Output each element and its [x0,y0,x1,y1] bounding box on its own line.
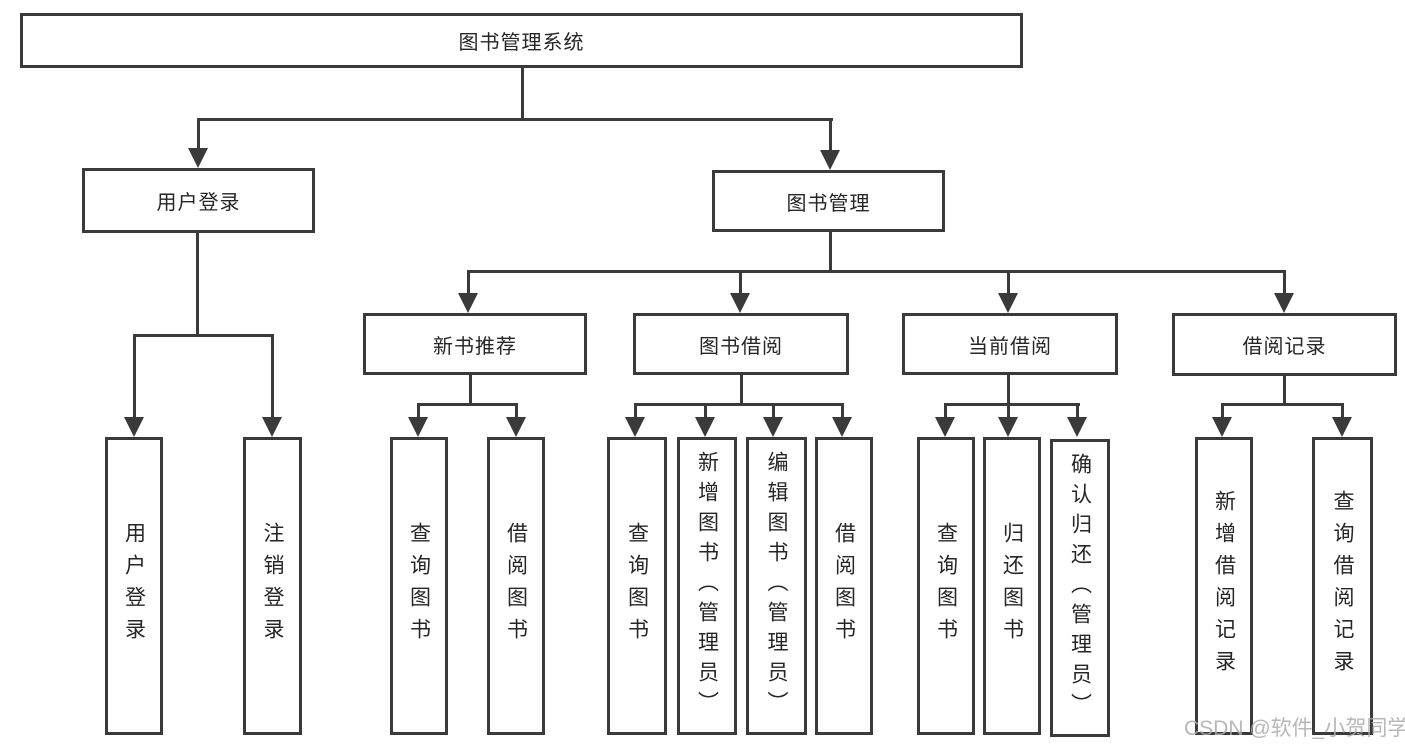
node-confirm-return-admin: 确认归还（管理员） [1050,439,1110,737]
edge-arrow-icon [832,417,852,437]
edge-line [1221,403,1224,419]
node-label: 查询借阅记录 [1331,490,1354,682]
edge-arrow-icon [262,417,282,437]
node-label: 用户登录 [122,522,146,650]
edge-line [740,375,743,406]
edge-line [1341,403,1344,419]
edge-line [467,270,470,295]
edge-line [196,233,199,337]
node-label: 查询图书 [934,522,958,650]
edge-arrow-icon [1212,417,1232,437]
node-label: 确认归还（管理员） [1068,453,1092,723]
edge-arrow-icon [625,417,645,437]
node-query-borrow-record: 查询借阅记录 [1312,437,1373,735]
node-label: 借阅记录 [1242,336,1327,358]
node-label: 新书推荐 [433,335,517,358]
node-label: 注销登录 [261,522,284,650]
edge-arrow-icon [1332,417,1352,437]
edge-arrow-icon [188,148,208,168]
edge-line [634,403,844,406]
node-label: 查询图书 [407,522,431,650]
edge-line [197,118,833,121]
node-borrow-books-recommend: 借阅图书 [487,437,545,735]
edge-line [829,232,832,273]
node-borrowing-records: 借阅记录 [1172,313,1397,376]
edge-line [133,334,136,419]
edge-line [1283,270,1286,295]
edge-line [515,403,518,419]
node-label: 用户登录 [156,192,241,214]
edge-line [944,403,947,419]
node-user-login: 用户登录 [82,168,315,233]
edge-line [521,68,524,120]
edge-line [417,403,518,406]
edge-line [197,118,200,150]
node-label: 编辑图书（管理员） [765,451,788,721]
node-label: 新增图书（管理员） [695,451,719,721]
edge-line [1076,403,1079,419]
node-book-management: 图书管理 [712,170,945,232]
node-current-borrowing: 当前借阅 [902,313,1118,375]
edge-arrow-icon [763,417,783,437]
node-add-borrow-record: 新增借阅记录 [1195,437,1253,735]
node-label: 图书管理系统 [458,32,585,54]
edge-arrow-icon [124,417,144,437]
edge-arrow-icon [998,417,1018,437]
node-library-management-system: 图书管理系统 [20,13,1023,68]
node-label: 归还图书 [1000,522,1024,650]
edge-line [133,334,274,337]
node-query-books-current: 查询图书 [917,437,975,735]
node-label: 当前借阅 [968,335,1052,358]
edge-line [1007,403,1010,419]
csdn-watermark: CSDN @软件_小贺同学 [1184,717,1405,740]
node-query-books-recommend: 查询图书 [390,437,448,735]
edge-line [1221,403,1344,406]
node-edit-books-admin: 编辑图书（管理员） [746,437,807,735]
edge-line [1283,376,1286,406]
edge-arrow-icon [1067,417,1087,437]
node-return-books: 归还图书 [983,437,1041,735]
node-user-login-leaf: 用户登录 [105,437,163,735]
edge-arrow-icon [1274,293,1294,313]
node-label: 借阅图书 [504,522,528,650]
edge-line [739,270,742,295]
edge-line [944,403,1080,406]
edge-line [634,403,637,419]
edge-arrow-icon [408,417,428,437]
node-new-book-recommendation: 新书推荐 [363,313,587,375]
edge-line [467,270,1286,273]
edge-line [271,334,274,419]
edge-line [704,403,707,419]
edge-line [1007,270,1010,295]
node-book-borrowing: 图书借阅 [633,313,849,375]
edge-arrow-icon [998,293,1018,313]
node-borrow-books: 借阅图书 [815,437,873,735]
edge-arrow-icon [506,417,526,437]
node-query-books-borrowing: 查询图书 [607,437,667,735]
edge-arrow-icon [695,417,715,437]
node-label: 新增借阅记录 [1212,490,1236,682]
node-label: 查询图书 [625,522,649,650]
edge-arrow-icon [458,293,478,313]
node-label: 图书管理 [786,192,871,215]
edge-arrow-icon [820,150,840,170]
edge-arrow-icon [935,417,955,437]
node-label: 图书借阅 [699,335,783,358]
node-label: 借阅图书 [832,522,856,650]
edge-line [829,118,832,152]
edge-line [417,403,420,419]
edge-line [841,403,844,419]
node-logout: 注销登录 [243,437,302,735]
edge-arrow-icon [730,293,750,313]
edge-line [469,375,472,406]
node-add-books-admin: 新增图书（管理员） [677,437,737,735]
edge-line [772,403,775,419]
edge-line [1007,375,1010,406]
